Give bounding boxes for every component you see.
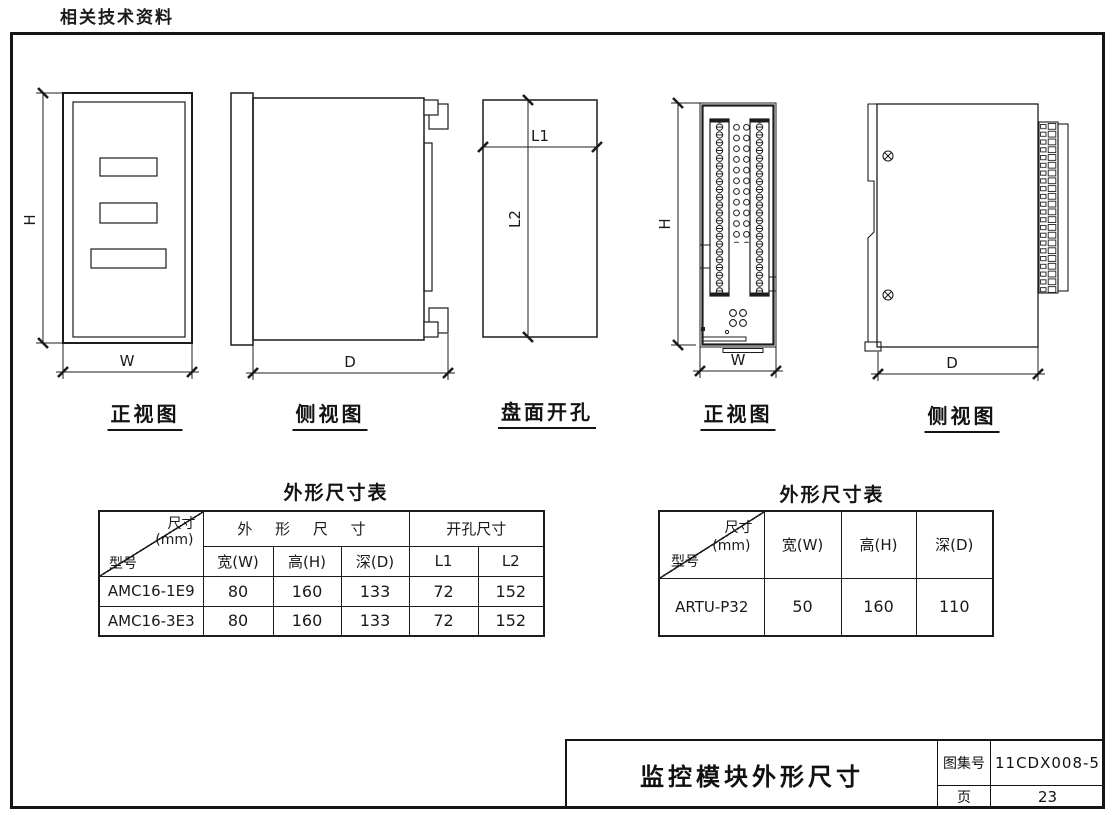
terminal-cover [1057,123,1069,292]
corner-header-cell: 尺寸 (mm) 型号 [658,510,765,579]
terminal-strip-left [709,118,730,297]
atlas-number-label: 图集号 [937,741,990,786]
corner-size-label: 尺寸 [167,516,196,532]
terminal-block-side [1038,121,1059,294]
bottom-tab [722,348,764,353]
front-view-2-drawing: H W [656,96,783,378]
rear-rail [423,142,433,292]
terminal-strip-right [749,118,770,297]
group-header-outline: 外 形 尺 寸 [202,510,410,547]
button-hole [729,319,737,327]
label-slot [702,336,747,342]
panel-cutout-drawing: L1 L2 [476,93,604,344]
display-window-2 [99,202,158,224]
model-cell: AMC16-1E9 [98,575,204,607]
caption-front-view-1: 正视图 [107,398,183,431]
button-hole [729,309,737,317]
col-header-depth: 深(D) [340,545,410,577]
model-cell: AMC16-3E3 [98,605,204,637]
drawing-sheet-frame [10,32,1105,809]
corner-unit-label: (mm) [712,538,751,554]
col-header-depth: 深(D) [915,510,994,579]
screw-bottom [882,289,894,301]
dim-label-w1: W [120,352,135,370]
page-number-label: 页 [937,786,990,808]
din-rail-edge [867,103,877,342]
sheet-title: 监控模块外形尺寸 [640,763,864,791]
left-table-title: 外形尺寸表 [283,482,389,504]
page-number-value: 23 [990,786,1104,808]
table-row: ARTU-P32 50 160 110 [658,577,994,637]
dim-label-d2: D [946,354,958,372]
display-window-3 [90,248,167,269]
dim-label-l1: L1 [531,127,549,145]
front-view-1-drawing: H W [21,86,199,379]
col-header-height: 高(H) [840,510,917,579]
group-header-cutout: 开孔尺寸 [408,510,545,547]
title-block: 监控模块外形尺寸 图集号 11CDX008-5 页 23 [565,739,1104,808]
display-window-1 [99,157,158,177]
col-header-height: 高(H) [272,545,342,577]
side-view-2-drawing: D [864,103,1069,381]
right-dimension-table: 尺寸 (mm) 型号 宽(W) 高(H) 深(D) ARTU-P32 50 16… [658,510,994,637]
caption-front-view-2: 正视图 [700,398,776,431]
corner-unit-label: (mm) [155,532,194,548]
table-row: AMC16-1E9 80 160 133 72 152 [98,575,545,607]
right-table-title: 外形尺寸表 [779,484,885,506]
model-cell: ARTU-P32 [658,577,765,637]
button-hole [739,319,747,327]
dim-label-h1: H [21,214,39,225]
led-indicator-columns [730,122,750,243]
dim-label-l2: L2 [506,210,524,228]
caption-panel-cutout: 盘面开孔 [498,396,596,429]
side-view-1-drawing: D [230,92,455,380]
caption-side-view-2: 侧视图 [924,400,1000,433]
caption-side-view-1: 侧视图 [292,398,368,431]
button-hole [739,309,747,317]
front-flange [230,92,254,346]
col-header-l2: L2 [477,545,545,577]
table-row: AMC16-3E3 80 160 133 72 152 [98,605,545,637]
atlas-number-value: 11CDX008-5 [990,741,1104,786]
col-header-l1: L1 [408,545,479,577]
corner-model-label: 型号 [109,555,137,572]
screw-top [882,150,894,162]
col-header-width: 宽(W) [763,510,842,579]
corner-size-label: 尺寸 [724,520,753,536]
left-dimension-table: 尺寸 (mm) 型号 外 形 尺 寸 开孔尺寸 宽(W) 高(H) 深(D) L… [98,510,546,637]
small-hole [724,329,730,335]
dim-label-d1: D [344,353,356,371]
bottom-foot [864,341,882,352]
page-top-note: 相关技术资料 [60,8,174,28]
dim-label-w2: W [731,351,746,369]
dim-label-h2: H [656,218,674,229]
corner-header-cell: 尺寸 (mm) 型号 [98,510,204,577]
col-header-width: 宽(W) [202,545,274,577]
corner-model-label: 型号 [671,553,699,570]
